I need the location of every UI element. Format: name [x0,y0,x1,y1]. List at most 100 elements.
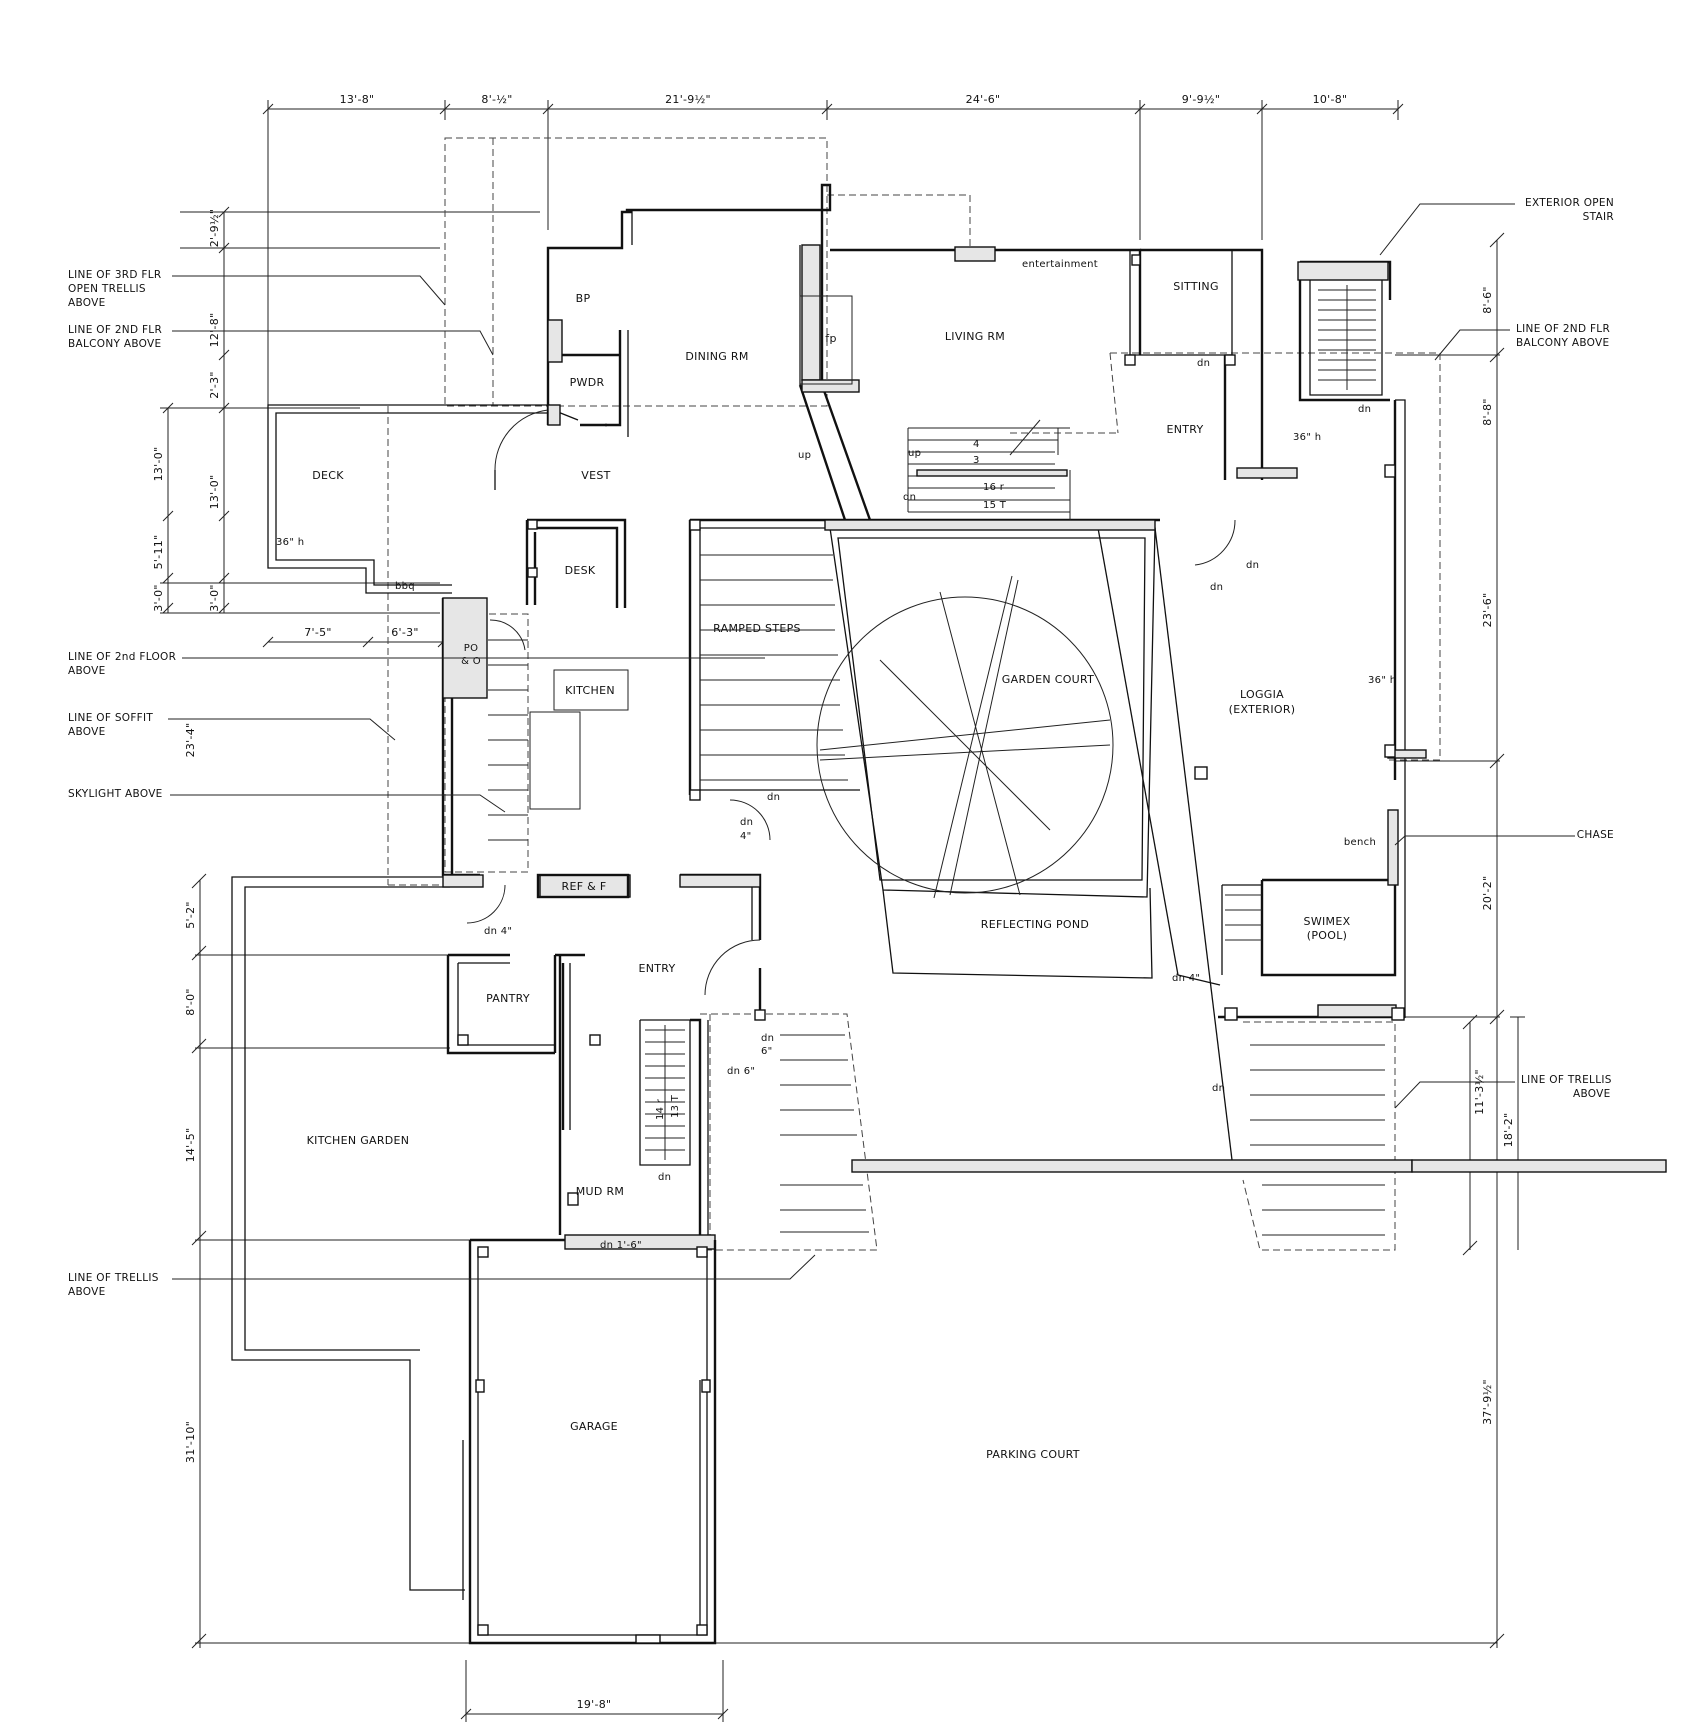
note-floor2-2: ABOVE [68,665,106,677]
label-bench: bench [1344,837,1376,848]
dimension-lines [160,100,1525,1722]
stairs [466,285,1385,1236]
note-exterior-stair-2: STAIR [1583,211,1614,223]
wall-accents [442,244,1427,1636]
label-dn6-a-val: 6" [761,1046,773,1057]
room-pwdr: PWDR [570,376,605,389]
room-desk: DESK [565,564,596,577]
note-balcony-left-2: BALCONY ABOVE [68,338,161,350]
dim-right-trellis: 11'-3½" [1473,1069,1486,1115]
label-dn-entry-a: dn [1246,560,1259,571]
room-deck: DECK [312,469,344,482]
riser-3: 3 [973,455,980,466]
room-sitting: SITTING [1173,280,1219,293]
riser-14: 14 r [655,1098,666,1120]
dim-left-inner-3: 2'-3" [208,371,221,399]
room-parking-court: PARKING COURT [986,1448,1080,1461]
label-ref: REF & F [562,880,607,893]
overhead-lines [387,137,1441,1251]
leader-notes: EXTERIOR OPEN STAIR LINE OF 2ND FLR BALC… [68,197,1614,1298]
dim-right-5: 18'-2" [1502,1113,1515,1148]
note-balcony-right-2: BALCONY ABOVE [1516,337,1609,349]
height-entry: 36" h [1293,432,1321,443]
note-balcony-right-1: LINE OF 2ND FLR [1516,323,1610,335]
dim-deck-2: 6'-3" [391,626,419,639]
dim-top-1: 13'-8" [340,93,375,106]
room-entry-upper: ENTRY [1166,423,1203,436]
dim-left-outer-3: 3'-0" [152,584,165,612]
dim-right-6: 37'-9½" [1481,1379,1494,1425]
dim-top-2: 8'-½" [481,93,512,106]
note-chase: CHASE [1577,829,1614,841]
label-dn-tower: dn [1358,404,1371,415]
note-soffit-2: ABOVE [68,726,106,738]
label-dn4-pantry: dn 4" [484,926,512,937]
dim-left-outer-7: 14'-5" [184,1128,197,1163]
dim-left-outer-1: 13'-0" [152,447,165,482]
label-dn-stair: dn [903,492,916,503]
label-up-1: up [798,450,811,461]
dim-top-3: 21'-9½" [665,93,711,106]
label-dn-trellis: dn [1212,1083,1225,1094]
room-garage: GARAGE [570,1420,618,1433]
room-kitchen-garden: KITCHEN GARDEN [307,1134,410,1147]
label-dn-1-6: dn 1'-6" [600,1240,642,1251]
room-vest: VEST [581,469,610,482]
label-dn4-a: dn [740,817,753,828]
room-swimex: SWIMEX [1304,915,1351,928]
dim-right-2: 8'-8" [1481,398,1494,426]
label-dn6-b: dn 6" [727,1066,755,1077]
riser-16: 16 r [983,482,1005,493]
dim-left-inner-4: 13'-0" [208,475,221,510]
dim-left-outer-4: 23'-4" [184,723,197,758]
label-dn-sitting: dn [1197,358,1210,369]
riser-13: 13 T [670,1094,681,1118]
dim-left-outer-8: 31'-10" [184,1421,197,1463]
note-trellis3-2: OPEN TRELLIS [68,283,146,295]
dim-top-4: 24'-6" [966,93,1001,106]
label-up-2: up [908,448,921,459]
room-kitchen: KITCHEN [565,684,615,697]
note-trellis3-1: LINE OF 3RD FLR [68,269,162,281]
dim-right-4: 20'-2" [1481,876,1494,911]
note-balcony-left-1: LINE OF 2ND FLR [68,324,162,336]
note-trellis-left-2: ABOVE [68,1286,106,1298]
dim-left-inner-1: 2'-9½" [208,209,221,248]
room-loggia-sub: (EXTERIOR) [1229,703,1296,716]
dim-left-outer-5: 5'-2" [184,901,197,929]
dim-left-inner-2: 12'-8" [208,313,221,348]
note-skylight: SKYLIGHT ABOVE [68,788,163,800]
label-fp: fp [825,332,836,345]
room-mud-rm: MUD RM [576,1185,624,1198]
note-trellis-left-1: LINE OF TRELLIS [68,1272,159,1284]
room-bp: BP [576,292,591,305]
note-trellis3-3: ABOVE [68,297,106,309]
dim-left-outer-6: 8'-0" [184,988,197,1016]
note-floor2-1: LINE OF 2nd FLOOR [68,651,176,663]
room-entry-lower: ENTRY [638,962,675,975]
room-dining: DINING RM [685,350,748,363]
room-living: LIVING RM [945,330,1005,343]
riser-4: 4 [973,439,980,450]
label-dn-ramp: dn [767,792,780,803]
label-ramped-steps: RAMPED STEPS [713,622,801,635]
label-bbq: bbq [395,581,415,592]
dim-deck-1: 7'-5" [304,626,332,639]
dim-top-5: 9'-9½" [1182,93,1221,106]
label-po: PO [464,643,479,654]
dim-top-6: 10'-8" [1313,93,1348,106]
note-exterior-stair-1: EXTERIOR OPEN [1525,197,1614,209]
room-labels: BP PWDR DINING RM LIVING RM SITTING ente… [307,259,1376,1461]
note-trellis-right-2: ABOVE [1573,1088,1611,1100]
dim-left-outer-2: 5'-11" [152,535,165,570]
note-soffit-1: LINE OF SOFFIT [68,712,153,724]
dim-left-inner-5: 3'-0" [208,584,221,612]
height-deck: 36" h [276,537,304,548]
room-swimex-sub: (POOL) [1307,929,1347,942]
label-dn6-a: dn [761,1033,774,1044]
small-annotations: 36" h 36" h 36" h up up dn dn dn dn dn d… [276,358,1396,1251]
note-trellis-right-1: LINE OF TRELLIS [1521,1074,1612,1086]
height-loggia: 36" h [1368,675,1396,686]
room-loggia: LOGGIA [1240,688,1284,701]
